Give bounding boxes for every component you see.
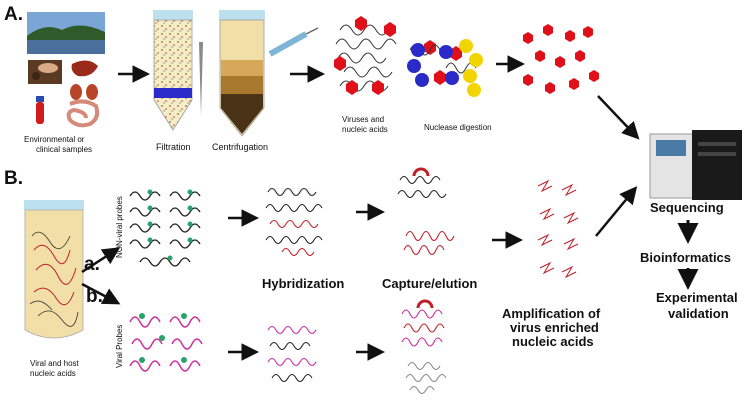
amplification-line3: nucleic acids [512, 334, 594, 349]
viruses-caption-line1: Viruses and [342, 115, 384, 124]
capture-elution-label: Capture/elution [382, 276, 477, 291]
bioinformatics-label: Bioinformatics [640, 250, 731, 265]
sequencer-machine [649, 130, 742, 200]
hybridization-viral-graphic [267, 325, 317, 383]
nonviral-probe-markers [147, 189, 193, 261]
arrow-to-sequencer [597, 95, 640, 140]
magnet-icon-viral [416, 299, 434, 309]
nuclease-cluster [407, 39, 483, 97]
arrow-route-a [81, 247, 121, 274]
capture-viral-graphic [401, 309, 447, 395]
hybridization-nonviral-graphic [265, 187, 323, 257]
purified-virus-cluster [523, 24, 599, 94]
tube-caption-line2: nucleic acids [30, 369, 76, 378]
viral-probes-label: Viral Probes [115, 325, 124, 368]
amplified-nucleic-acids [537, 179, 579, 279]
sample-tube [24, 200, 84, 339]
viral-probes-graphic [129, 316, 203, 372]
tube-caption-line1: Viral and host [30, 359, 80, 368]
viruses-caption-line2: nucleic acids [342, 125, 388, 134]
lake-photo [27, 12, 105, 54]
capture-nonviral-graphic [397, 175, 455, 256]
viral-probe-markers [139, 313, 187, 363]
magnet-icon [412, 167, 430, 177]
env-caption-line1: Environmental or [24, 135, 85, 144]
sample-images [27, 12, 105, 128]
virus-cluster [334, 16, 397, 95]
env-caption-line2: clinical samples [36, 145, 92, 154]
route-a-label: a. [84, 254, 100, 275]
validation-line1: Experimental [656, 290, 738, 305]
blood-tube-icon [36, 96, 44, 124]
filtration-label: Filtration [156, 142, 191, 152]
intestine-icon [66, 99, 100, 128]
syringe-icon [268, 27, 319, 57]
panel-a-label: A. [4, 4, 23, 25]
nonviral-probes-graphic [129, 191, 201, 267]
amplification-line1: Amplification of [502, 306, 601, 321]
validation-line2: validation [668, 306, 729, 321]
amplification-line2: virus enriched [510, 320, 599, 335]
arrow-amplification-to-sequencer [595, 186, 638, 237]
centrifugation-tube [219, 10, 265, 137]
kidneys-icon [70, 84, 98, 100]
hybridization-label: Hybridization [262, 276, 344, 291]
soil-photo [28, 60, 62, 84]
nonviral-probes-label: NON-viral probes [115, 196, 124, 258]
centrifugation-label: Centrifugation [212, 142, 268, 152]
route-b-label: b. [86, 286, 103, 307]
panel-b-label: B. [4, 168, 23, 189]
liver-icon [71, 60, 98, 77]
filtration-tube [153, 10, 203, 131]
arrow-route-b [81, 282, 121, 305]
nuclease-label: Nuclease digestion [424, 123, 492, 132]
sequencing-label: Sequencing [650, 200, 724, 215]
